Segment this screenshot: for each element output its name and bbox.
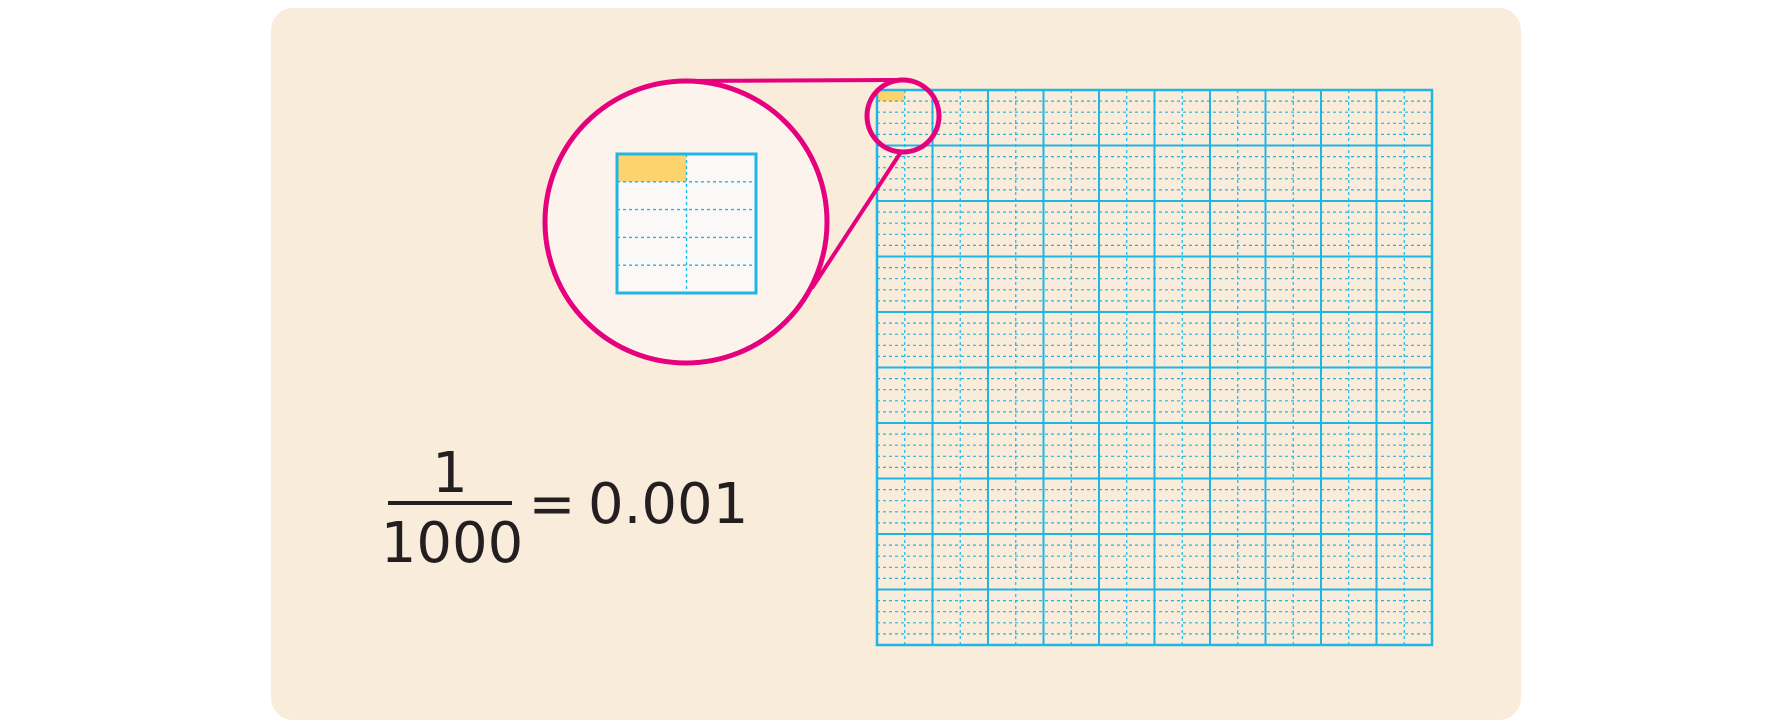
fraction-equation: 1 1000 = 0.001 bbox=[381, 441, 749, 576]
small-magnifier-circle-icon bbox=[864, 77, 942, 155]
grid-border bbox=[875, 88, 1434, 647]
connector-line-bottom bbox=[810, 150, 903, 290]
equals-sign: = bbox=[529, 472, 576, 537]
fraction-denominator: 1000 bbox=[381, 511, 524, 576]
zoomed-cell-border bbox=[615, 152, 758, 295]
thousandths-grid bbox=[864, 77, 1434, 647]
highlighted-thousandth bbox=[877, 90, 905, 102]
connector-line-top bbox=[680, 78, 899, 83]
zoomed-highlighted-thousandth bbox=[617, 154, 687, 182]
background-panel bbox=[271, 8, 1521, 720]
fraction-numerator: 1 bbox=[432, 441, 468, 506]
decimal-result: 0.001 bbox=[588, 472, 748, 537]
magnifier-circle-icon bbox=[542, 78, 830, 366]
magnifier-connectors bbox=[680, 78, 903, 290]
